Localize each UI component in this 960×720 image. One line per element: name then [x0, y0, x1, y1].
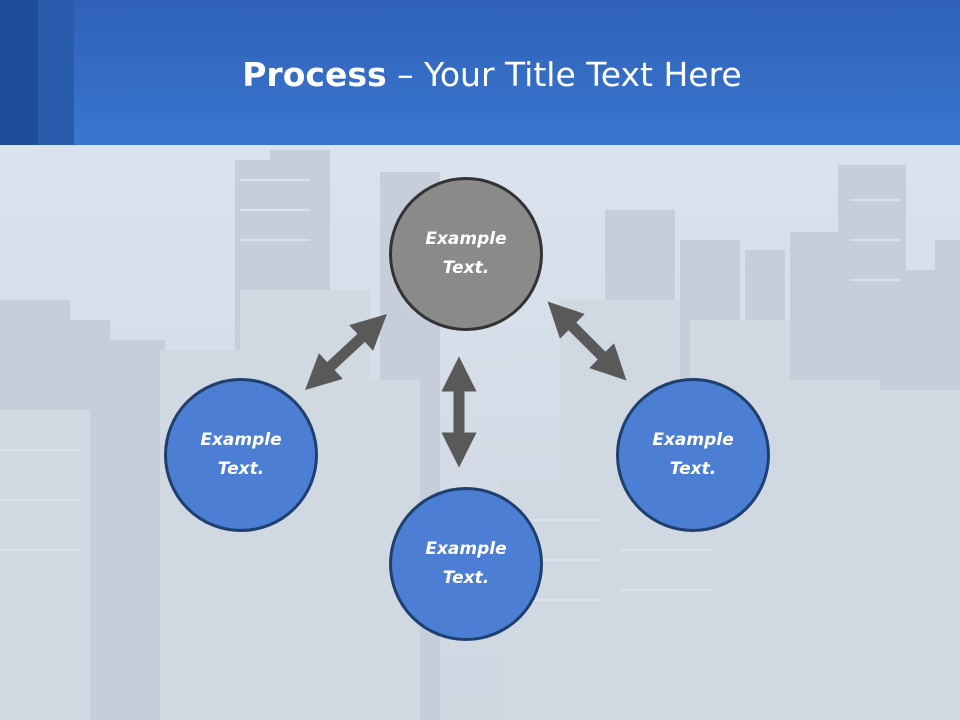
title-rest-part: – Your Title Text Here: [386, 55, 742, 94]
header-accent-dark: [0, 0, 38, 145]
title-bar: [0, 0, 960, 145]
process-node-top: Example Text.: [389, 177, 543, 331]
process-node-right: Example Text.: [616, 378, 770, 532]
process-node-left-label: Example Text.: [200, 430, 282, 479]
process-node-bottom: Example Text.: [389, 487, 543, 641]
process-node-bottom-label: Example Text.: [425, 539, 507, 588]
process-node-left: Example Text.: [164, 378, 318, 532]
slide-title: Process – Your Title Text Here: [0, 52, 960, 98]
process-node-top-label: Example Text.: [425, 229, 507, 278]
process-node-right-label: Example Text.: [652, 430, 734, 479]
title-bold-part: Process: [242, 55, 387, 94]
header-accent-mid: [38, 0, 74, 145]
